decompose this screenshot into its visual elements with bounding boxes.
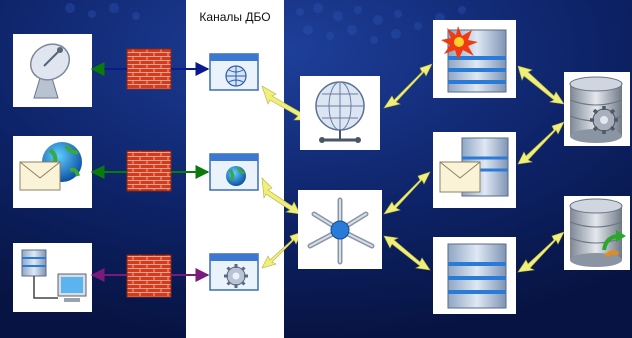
double-arrow bbox=[383, 171, 431, 215]
computer-server-icon bbox=[21, 249, 87, 302]
globe-mail-icon bbox=[19, 142, 82, 191]
firewall-icon bbox=[126, 48, 172, 90]
internet-client bbox=[13, 136, 92, 208]
double-arrows bbox=[261, 63, 565, 273]
mail-server-icon bbox=[439, 137, 509, 197]
database-gear-node bbox=[564, 72, 630, 146]
mail-server-node bbox=[433, 132, 516, 208]
network-globe-icon bbox=[315, 81, 365, 143]
database-gear-icon bbox=[569, 76, 623, 143]
double-arrow bbox=[383, 235, 431, 271]
firewall-icon bbox=[126, 254, 172, 298]
satellite-client bbox=[13, 34, 92, 107]
hub-node bbox=[298, 190, 382, 269]
server-alert-icon bbox=[441, 26, 507, 93]
web-window-icon bbox=[209, 253, 259, 291]
web-window-icon bbox=[209, 53, 259, 91]
background-dots bbox=[65, 3, 466, 44]
firewall-3 bbox=[126, 254, 172, 298]
channel-web-1 bbox=[209, 53, 259, 91]
double-arrow bbox=[383, 63, 433, 109]
workstation-client bbox=[13, 243, 92, 312]
firewall-2 bbox=[126, 150, 172, 192]
server-alert-node bbox=[433, 20, 516, 98]
gear-icon bbox=[590, 106, 618, 134]
channels-panel-title: Каналы ДБО bbox=[199, 10, 271, 24]
firewall-1 bbox=[126, 48, 172, 90]
hub-icon bbox=[307, 197, 375, 265]
database-refresh-node bbox=[564, 196, 630, 270]
server-icon bbox=[447, 243, 507, 309]
web-window-icon bbox=[209, 153, 259, 191]
satellite-dish-icon bbox=[29, 43, 71, 99]
gear-icon bbox=[224, 264, 248, 288]
network-node bbox=[300, 76, 380, 150]
channel-web-3 bbox=[209, 253, 259, 291]
channel-web-2 bbox=[209, 153, 259, 191]
database-refresh-icon bbox=[569, 198, 626, 267]
server-node bbox=[433, 237, 516, 314]
firewall-icon bbox=[126, 150, 172, 192]
